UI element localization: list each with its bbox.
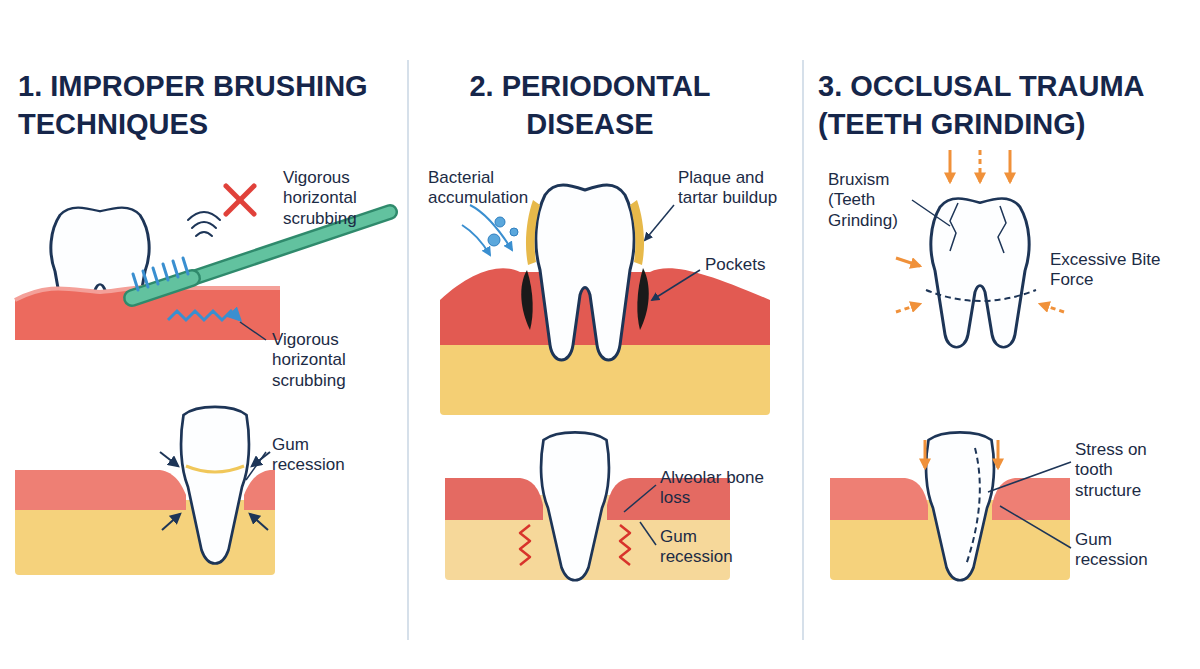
bone-loss-illustration bbox=[520, 525, 630, 565]
periodontal-illustration bbox=[495, 217, 505, 227]
recession-illustration-1 bbox=[246, 452, 266, 480]
recession-illustration-1 bbox=[162, 514, 180, 530]
bruxism-illustration bbox=[926, 290, 1036, 301]
callout-label: Gum recession bbox=[660, 527, 760, 568]
periodontal-illustration bbox=[630, 200, 644, 265]
bruxism-illustration bbox=[896, 304, 920, 312]
callout-label: Stress on tooth structure bbox=[1075, 440, 1180, 501]
bruxism-illustration bbox=[912, 200, 950, 226]
callout-label: Bacterial accumulation bbox=[428, 168, 548, 209]
bone-loss-illustration bbox=[624, 485, 656, 512]
stress-illustration bbox=[830, 432, 1071, 580]
callout-label: Vigorous horizontal scrubbing bbox=[272, 330, 372, 391]
bruxism-illustration bbox=[931, 199, 1029, 348]
brushing-illustration bbox=[226, 186, 254, 214]
recession-illustration-1 bbox=[15, 407, 275, 575]
brushing-illustration bbox=[226, 186, 254, 214]
stress-illustration bbox=[830, 478, 928, 520]
brushing-illustration bbox=[183, 258, 188, 274]
recession-illustration-1 bbox=[160, 452, 270, 530]
brushing-illustration bbox=[188, 212, 220, 220]
brushing-illustration bbox=[132, 278, 192, 298]
stress-illustration bbox=[924, 440, 927, 468]
panel-divider bbox=[408, 60, 803, 640]
bruxism-illustration bbox=[896, 150, 1064, 312]
periodontal-illustration bbox=[645, 205, 674, 240]
brushing-illustration bbox=[132, 278, 192, 298]
bone-loss-illustration bbox=[520, 525, 530, 565]
brushing-illustration bbox=[196, 232, 212, 236]
callout-label: Alveolar bone loss bbox=[660, 468, 775, 509]
bruxism-illustration bbox=[998, 206, 1006, 253]
bruxism-illustration bbox=[950, 203, 958, 251]
panel-divider bbox=[407, 60, 409, 640]
bruxism-illustration bbox=[979, 150, 982, 182]
bruxism-illustration bbox=[1040, 304, 1064, 312]
panel-title: 1. IMPROPER BRUSHING TECHNIQUES bbox=[18, 68, 403, 143]
stress-illustration bbox=[997, 440, 1000, 468]
stress-illustration bbox=[992, 478, 1070, 520]
periodontal-illustration bbox=[536, 185, 634, 360]
periodontal-illustration bbox=[521, 270, 532, 330]
callout-label: Gum recession bbox=[1075, 530, 1180, 571]
brushing-illustration bbox=[226, 186, 254, 214]
bone-loss-illustration bbox=[445, 478, 543, 520]
periodontal-illustration bbox=[526, 200, 540, 265]
callout-label: Gum recession bbox=[272, 435, 372, 476]
bone-loss-illustration bbox=[620, 525, 630, 565]
bone-loss-illustration bbox=[541, 432, 609, 580]
bone-loss-illustration bbox=[640, 522, 656, 545]
brushing-illustration bbox=[173, 261, 178, 277]
bruxism-illustration bbox=[950, 203, 1006, 253]
periodontal-illustration bbox=[637, 268, 648, 330]
periodontal-illustration bbox=[488, 234, 500, 246]
periodontal-illustration bbox=[470, 205, 512, 250]
callout-label: Plaque and tartar buildup bbox=[678, 168, 796, 209]
periodontal-illustration bbox=[510, 228, 518, 236]
bruxism-illustration bbox=[896, 258, 920, 266]
recession-illustration-1 bbox=[15, 470, 186, 510]
periodontal-illustration bbox=[652, 270, 700, 300]
bruxism-illustration bbox=[1009, 150, 1012, 182]
recession-illustration-1 bbox=[181, 407, 249, 564]
brushing-illustration bbox=[133, 258, 188, 290]
recession-illustration-1 bbox=[160, 452, 178, 466]
stress-illustration bbox=[988, 462, 1071, 492]
panel-title: 2. PERIODONTAL DISEASE bbox=[425, 68, 755, 143]
stress-illustration bbox=[926, 432, 994, 580]
callout-label: Excessive Bite Force bbox=[1050, 250, 1175, 291]
recession-illustration-1 bbox=[250, 514, 268, 530]
brushing-illustration bbox=[153, 268, 158, 284]
stress-illustration bbox=[966, 448, 980, 565]
brushing-illustration bbox=[188, 212, 220, 236]
brushing-illustration bbox=[192, 222, 216, 228]
periodontal-illustration bbox=[440, 185, 770, 415]
stress-illustration bbox=[1000, 506, 1071, 548]
callout-label: Pockets bbox=[705, 255, 790, 275]
brushing-illustration bbox=[133, 274, 138, 290]
panel-divider bbox=[802, 60, 804, 640]
recession-illustration-1 bbox=[186, 466, 244, 472]
panel-title: 3. OCCLUSAL TRAUMA (TEETH GRINDING) bbox=[818, 68, 1183, 143]
brushing-illustration bbox=[163, 264, 168, 280]
callout-label: Vigorous horizontal scrubbing bbox=[283, 168, 383, 229]
brushing-illustration bbox=[240, 322, 266, 340]
brushing-illustration bbox=[168, 311, 240, 320]
callout-label: Bruxism (Teeth Grinding) bbox=[828, 170, 912, 231]
bruxism-illustration bbox=[949, 150, 952, 182]
bruxism-illustration bbox=[896, 150, 1064, 347]
periodontal-illustration bbox=[462, 225, 490, 255]
brushing-illustration bbox=[143, 271, 148, 287]
periodontal-illustration bbox=[488, 217, 518, 246]
stress-illustration bbox=[925, 440, 998, 468]
